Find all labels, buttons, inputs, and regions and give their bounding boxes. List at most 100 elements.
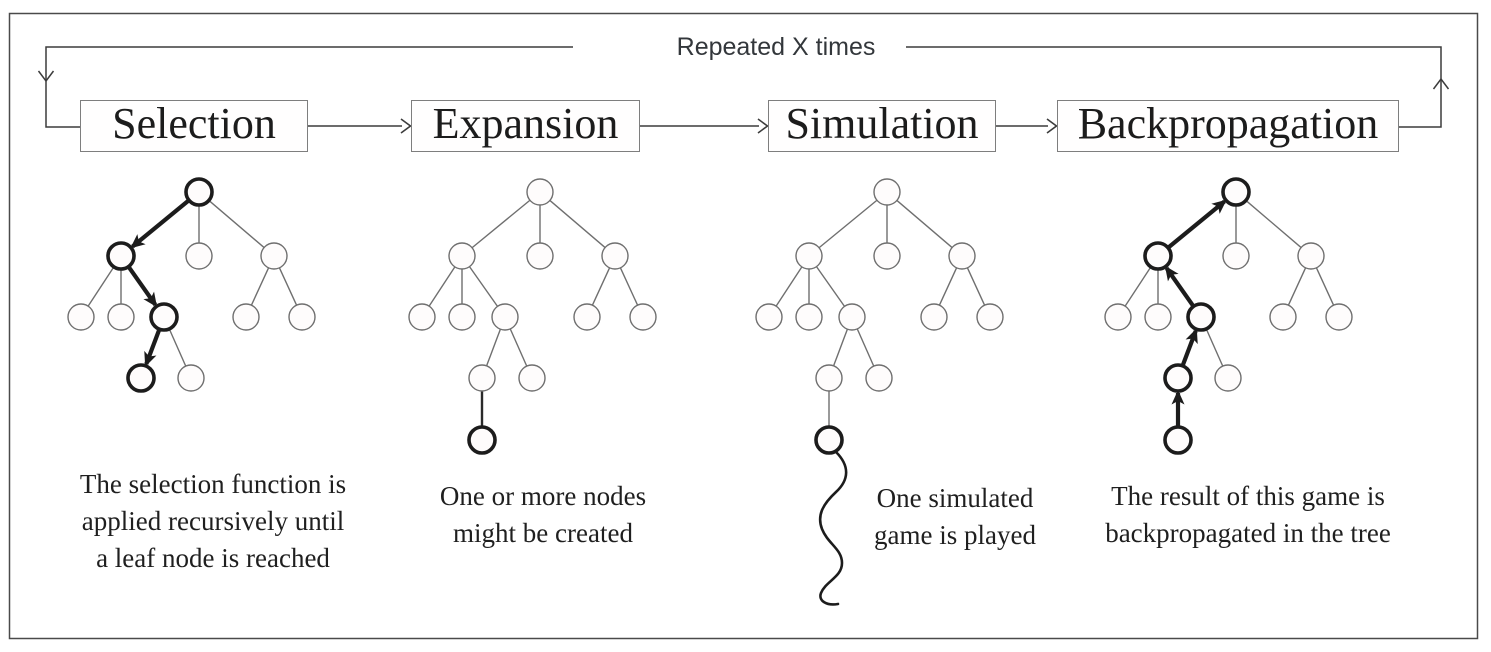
phase-trees xyxy=(67,177,1353,606)
tree-node-highlighted xyxy=(467,425,497,455)
tree-edge xyxy=(1315,267,1335,306)
tree-node xyxy=(67,303,95,331)
caption-expansion: One or more nodes might be created xyxy=(439,481,647,548)
tree-edge xyxy=(549,199,606,249)
tree-node-highlighted xyxy=(1186,302,1216,332)
tree-node xyxy=(185,242,213,270)
tree-edge xyxy=(468,266,499,307)
tree-node xyxy=(838,303,866,331)
selection-path-arrow xyxy=(144,329,162,367)
tree-edge xyxy=(815,266,846,307)
phase-box-expansion: Expansion xyxy=(411,100,640,152)
tree-node-highlighted xyxy=(1221,177,1251,207)
selection-path-arrow xyxy=(130,199,190,249)
tree-node xyxy=(976,303,1004,331)
tree-node xyxy=(873,178,901,206)
loop-left-segment xyxy=(45,46,573,128)
tree-edge xyxy=(775,266,803,307)
tree-node xyxy=(232,303,260,331)
tree-node-highlighted xyxy=(814,425,844,455)
simulation-tree xyxy=(755,178,1004,606)
tree-node-highlighted xyxy=(1163,425,1193,455)
selection-path-arrow xyxy=(127,266,158,308)
phase-box-simulation: Simulation xyxy=(768,100,996,152)
tree-node-highlighted xyxy=(149,302,179,332)
tree-edge xyxy=(471,199,531,249)
tree-node xyxy=(1297,242,1325,270)
repeat-loop-arrow xyxy=(37,46,1450,128)
phase-box-backpropagation: Backpropagation xyxy=(1057,100,1399,152)
tree-edge xyxy=(278,267,298,306)
tree-node xyxy=(1325,303,1353,331)
tree-edge xyxy=(1245,199,1302,249)
tree-edge xyxy=(966,267,986,306)
tree-node xyxy=(288,303,316,331)
tree-edge xyxy=(896,199,953,249)
tree-node xyxy=(865,364,893,392)
tree-node xyxy=(448,303,476,331)
tree-edge xyxy=(168,328,187,367)
expansion-tree xyxy=(408,178,657,455)
tree-node xyxy=(408,303,436,331)
tree-node xyxy=(468,364,496,392)
simulation-playout-squiggle xyxy=(818,450,848,606)
connector-arrowhead-icon xyxy=(400,118,412,134)
tree-edge xyxy=(832,328,849,367)
tree-edge xyxy=(208,199,265,249)
tree-edge xyxy=(485,328,502,367)
tree-node-highlighted xyxy=(1163,363,1193,393)
tree-node-highlighted xyxy=(106,241,136,271)
tree-node-highlighted xyxy=(1143,241,1173,271)
tree-node xyxy=(518,364,546,392)
tree-node xyxy=(1144,303,1172,331)
connector-arrowhead-icon xyxy=(757,118,769,134)
tree-edge xyxy=(1205,328,1224,367)
backpropagation-tree xyxy=(1104,177,1353,455)
tree-node xyxy=(526,242,554,270)
tree-node xyxy=(491,303,519,331)
tree-node xyxy=(1269,303,1297,331)
phase-box-selection: Selection xyxy=(80,100,308,152)
tree-node xyxy=(448,242,476,270)
loop-down-arrowhead-icon xyxy=(37,70,55,83)
backpropagation-arrow xyxy=(1180,328,1198,366)
tree-edge xyxy=(1124,266,1152,307)
tree-node xyxy=(1222,242,1250,270)
tree-node xyxy=(573,303,601,331)
diagram-frame xyxy=(8,12,1479,640)
tree-node-highlighted xyxy=(126,363,156,393)
tree-edge xyxy=(818,199,878,249)
tree-edge xyxy=(87,266,115,307)
tree-node xyxy=(815,364,843,392)
tree-edge xyxy=(938,267,958,306)
caption-selection: The selection function is applied recurs… xyxy=(79,469,347,573)
tree-node xyxy=(629,303,657,331)
tree-node xyxy=(260,242,288,270)
tree-node xyxy=(601,242,629,270)
tree-edge xyxy=(428,266,456,307)
tree-node xyxy=(177,364,205,392)
backpropagation-arrow xyxy=(1164,265,1195,307)
tree-edge xyxy=(1287,267,1307,306)
backpropagation-arrow xyxy=(1167,199,1227,249)
tree-edge xyxy=(619,267,639,306)
tree-node xyxy=(1104,303,1132,331)
tree-node xyxy=(920,303,948,331)
caption-backpropagation: The result of this game is backpropagate… xyxy=(1105,481,1391,548)
selection-tree xyxy=(67,177,316,393)
loop-up-arrowhead-icon xyxy=(1432,77,1450,90)
tree-node xyxy=(526,178,554,206)
tree-node xyxy=(755,303,783,331)
repeat-loop-label: Repeated X times xyxy=(646,33,906,62)
tree-edge xyxy=(250,267,270,306)
tree-node xyxy=(873,242,901,270)
tree-node xyxy=(795,303,823,331)
tree-node xyxy=(795,242,823,270)
tree-node xyxy=(1214,364,1242,392)
phase-connectors xyxy=(308,118,1058,134)
tree-node-highlighted xyxy=(184,177,214,207)
connector-arrowhead-icon xyxy=(1046,118,1058,134)
tree-edge xyxy=(591,267,611,306)
